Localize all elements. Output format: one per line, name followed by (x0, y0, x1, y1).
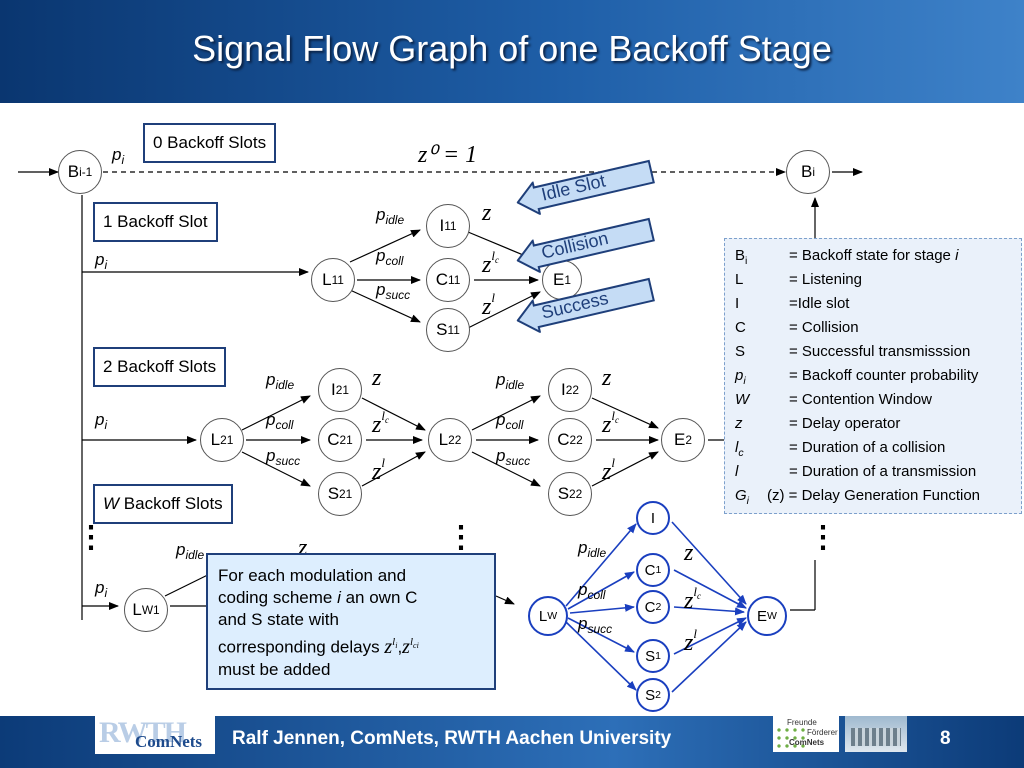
title-bar: Signal Flow Graph of one Backoff Stage (0, 0, 1024, 103)
note-box: For each modulation and coding scheme i … (206, 553, 496, 690)
prob-label-psucc: psucc (496, 446, 531, 468)
callout-collision: Collision (513, 213, 657, 278)
note-line-5: must be added (218, 659, 331, 679)
w-stage-edges (565, 521, 747, 693)
ellipsis-vertical: ⋮ (446, 521, 476, 554)
footer-text: Ralf Jennen, ComNets, RWTH Aachen Univer… (232, 728, 672, 749)
delay-label-zlc: zlc (602, 408, 619, 438)
delay-label-zlc: zlc (372, 408, 389, 438)
delay-label-zl: zl (372, 455, 385, 485)
prob-label-psucc: psucc (578, 614, 613, 636)
delay-label-z: z (602, 365, 612, 391)
note-line-3: and S state with (218, 610, 339, 629)
prob-label-pcoll: pcoll (578, 580, 606, 602)
building-image (845, 716, 907, 752)
prob-label-pi: pi (95, 578, 108, 600)
ellipsis-vertical: ⋮ (808, 521, 838, 554)
prob-label-pcoll: pcoll (496, 410, 524, 432)
prob-label-pidle: pidle (266, 370, 295, 392)
delay-label-zlc: zlc (684, 584, 701, 614)
box-2-backoff-slots: 2 Backoff Slots (93, 347, 227, 387)
delay-label-z: z (684, 540, 694, 566)
prob-label-pcoll: pcoll (376, 246, 404, 268)
w-symbol: W (103, 494, 120, 513)
delay-label-zlc: zlc (482, 248, 499, 278)
delay-label-zl: zl (482, 290, 495, 320)
ellipsis-vertical: ⋮ (76, 521, 106, 554)
page-number: 8 (940, 728, 951, 749)
prob-label-pidle: pidle (578, 538, 607, 560)
page-title: Signal Flow Graph of one Backoff Stage (192, 28, 832, 69)
edges (18, 168, 863, 620)
note-line-4: corresponding delays zli,zlci (218, 635, 419, 658)
prob-label-pidle: pidle (376, 205, 405, 227)
delay-label-z: z (372, 365, 382, 391)
delay-label-z: z (482, 200, 492, 226)
prob-label-pidle: pidle (176, 540, 205, 562)
delay-label-zl: zl (602, 455, 615, 485)
prob-label-psucc: psucc (376, 280, 411, 302)
box-w-backoff-slots: W Backoff Slots (93, 484, 233, 524)
formula-z0: z⁰ = 1 (418, 142, 478, 168)
callout-success: Success (513, 273, 657, 338)
note-line-1: For each modulation and (218, 566, 407, 585)
box-0-backoff-slots: 0 Backoff Slots (143, 123, 277, 163)
note-line-2: coding scheme i an own C (218, 588, 418, 607)
node-i-w: I (636, 501, 670, 535)
delay-label-zl: zl (684, 626, 697, 656)
prob-label-pi: pi (95, 250, 108, 272)
callout-idle-slot: Idle Slot (513, 155, 657, 220)
prob-label-pidle: pidle (496, 370, 525, 392)
prob-label-pi: pi (95, 410, 108, 432)
w-box-label: Backoff Slots (119, 494, 223, 513)
delay-label-z: z (298, 535, 308, 561)
prob-label-pcoll: pcoll (266, 410, 294, 432)
box-1-backoff-slot: 1 Backoff Slot (93, 202, 218, 242)
prob-label-psucc: psucc (266, 446, 301, 468)
prob-label-pi: pi (112, 145, 125, 167)
